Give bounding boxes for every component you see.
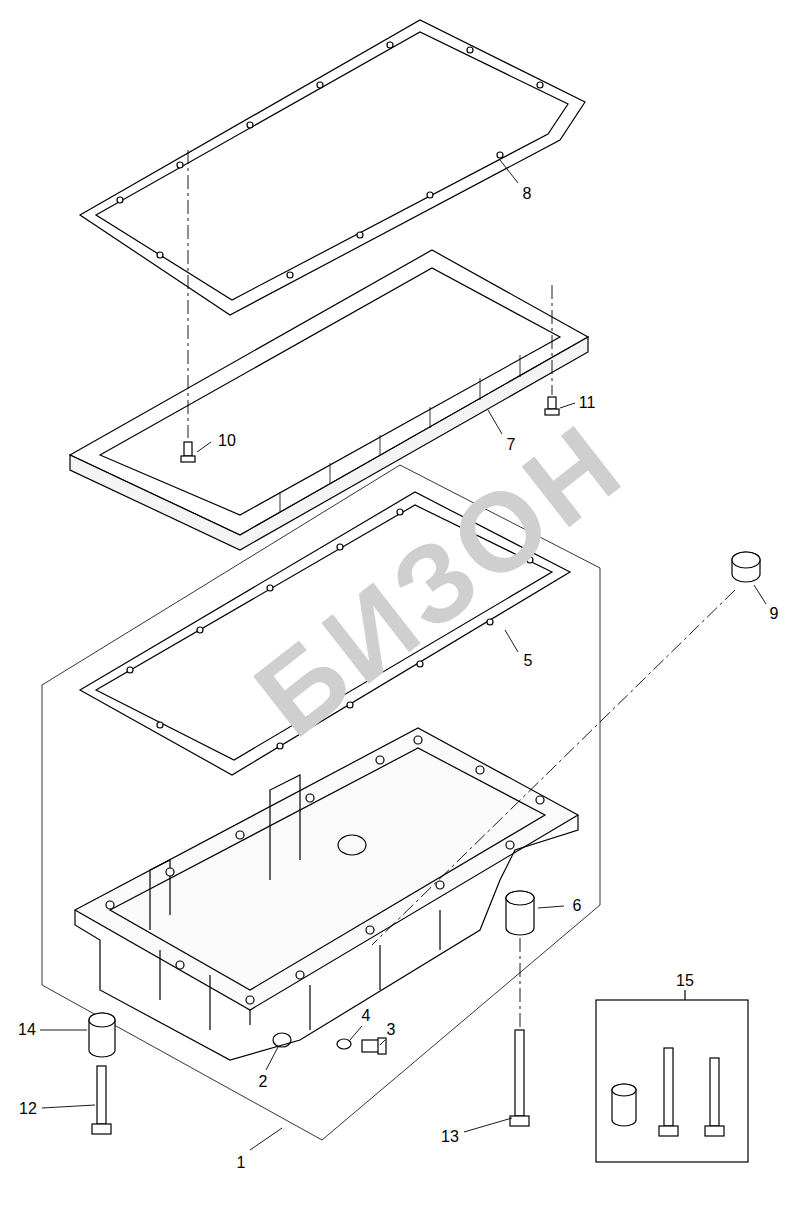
callout-number: 6 bbox=[573, 898, 582, 914]
callout-number: 11 bbox=[579, 395, 596, 411]
callout-number: 4 bbox=[362, 1008, 371, 1024]
callout-number: 2 bbox=[259, 1074, 268, 1090]
kit-box bbox=[596, 990, 748, 1162]
oil-pan bbox=[75, 728, 578, 1060]
assembly-lines bbox=[188, 150, 735, 1028]
callout-number: 12 bbox=[19, 1101, 37, 1117]
watermark: БИЗОН bbox=[237, 404, 643, 756]
callout-number: 1 bbox=[237, 1155, 246, 1171]
fasteners bbox=[89, 397, 760, 1134]
callout-number: 13 bbox=[441, 1129, 459, 1145]
callout-number: 15 bbox=[676, 973, 694, 989]
callout-number: 8 bbox=[523, 186, 532, 202]
callout-number: 5 bbox=[524, 653, 533, 669]
upper-gasket bbox=[80, 20, 585, 315]
callout-number: 10 bbox=[218, 433, 236, 449]
callout-number: 9 bbox=[770, 606, 779, 622]
leader-lines bbox=[40, 160, 766, 1150]
callout-number: 3 bbox=[387, 1022, 396, 1038]
callout-number: 14 bbox=[18, 1022, 36, 1038]
